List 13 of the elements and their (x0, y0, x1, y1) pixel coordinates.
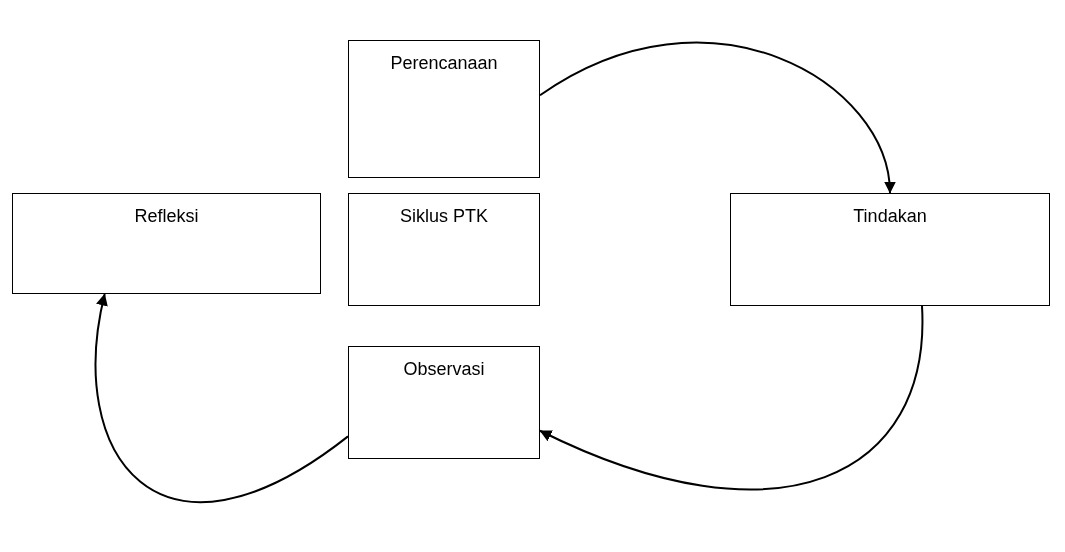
box-label: Tindakan (853, 206, 927, 227)
box-label: Observasi (403, 359, 485, 380)
curved-block-arrow (539, 305, 923, 491)
box-label: Siklus PTK (400, 206, 488, 227)
curved-block-arrow (539, 41, 895, 194)
process-box (12, 193, 321, 294)
box-label: Perencanaan (390, 53, 498, 74)
process-box (348, 193, 540, 306)
process-box (730, 193, 1050, 306)
process-box (348, 346, 540, 459)
process-box (348, 40, 540, 178)
box-label: Refleksi (134, 206, 199, 227)
curved-block-arrow (94, 293, 349, 503)
